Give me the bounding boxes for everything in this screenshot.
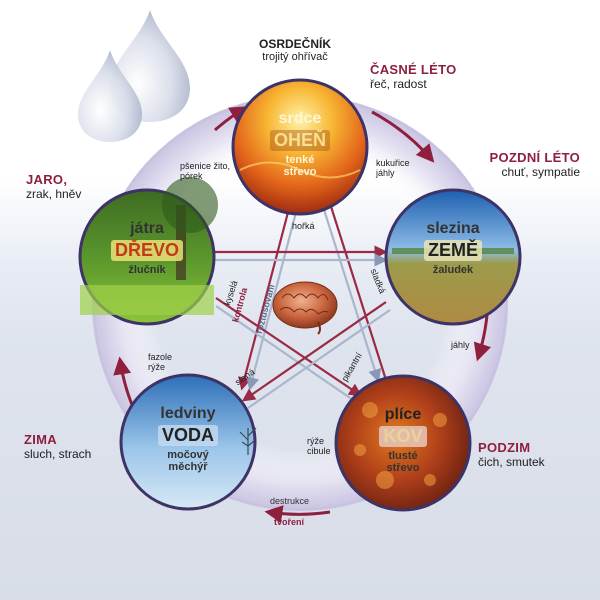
node-metal-organ: plíce [338, 406, 468, 424]
season-winter-sub: sluch, strach [24, 447, 91, 461]
node-earth-bowel: žaludek [388, 264, 518, 276]
season-winter-title: ZIMA [24, 432, 91, 447]
node-fire-organ: srdce [235, 110, 365, 128]
pericardium-title: OSRDEČNÍK [240, 38, 350, 51]
season-spring-title: JARO, [26, 172, 81, 187]
season-autumn: PODZIM čich, smutek [478, 440, 545, 469]
node-wood-element: DŘEVO [111, 240, 183, 261]
legend-destruction: destrukce [270, 496, 309, 506]
season-autumn-title: PODZIM [478, 440, 545, 455]
season-autumn-sub: čich, smutek [478, 455, 545, 469]
season-spring: JARO, zrak, hněv [26, 172, 81, 201]
water-drops [78, 10, 190, 142]
taste-bitter: hořká [292, 221, 315, 231]
node-metal: plíce KOV tlusté střevo [338, 378, 468, 508]
pericardium-label: OSRDEČNÍK trojitý ohřívač [240, 38, 350, 64]
node-water: ledviny VODA močový měchýř [123, 377, 253, 507]
season-early-summer-title: ČASNÉ LÉTO [370, 62, 457, 77]
node-fire-bowel: tenké střevo [270, 154, 330, 178]
node-earth: slezina ZEMĚ žaludek [388, 192, 518, 322]
node-fire-element: OHEŇ [270, 130, 330, 151]
food-wood-fire: pšenice žito, pórek [180, 161, 240, 181]
pericardium-subtitle: trojitý ohřívač [240, 51, 350, 64]
season-late-summer-sub: chuť, sympatie [460, 165, 580, 179]
season-late-summer: POZDNÍ LÉTO chuť, sympatie [460, 150, 580, 179]
food-earth-metal: jáhly [451, 340, 470, 350]
node-wood: játra DŘEVO žlučník [82, 192, 212, 322]
season-early-summer-sub: řeč, radost [370, 77, 457, 91]
node-water-bowel: močový měchýř [158, 449, 218, 473]
node-water-element: VODA [158, 425, 218, 446]
legend-creation: tvoření [274, 517, 304, 527]
food-water-wood: fazole rýže [148, 352, 180, 372]
season-spring-sub: zrak, hněv [26, 187, 81, 201]
node-fire: srdce OHEŇ tenké střevo [235, 82, 365, 212]
node-water-organ: ledviny [123, 405, 253, 423]
node-wood-organ: játra [82, 220, 212, 238]
food-metal-water: rýže cibule [307, 436, 337, 456]
season-winter: ZIMA sluch, strach [24, 432, 91, 461]
season-late-summer-title: POZDNÍ LÉTO [460, 150, 580, 165]
node-wood-bowel: žlučník [82, 264, 212, 276]
node-metal-element: KOV [379, 426, 426, 447]
node-earth-organ: slezina [388, 220, 518, 238]
season-early-summer: ČASNÉ LÉTO řeč, radost [370, 62, 457, 91]
food-fire-earth: kukuřice jáhly [376, 158, 424, 178]
node-earth-element: ZEMĚ [424, 240, 482, 261]
node-metal-bowel: tlusté střevo [373, 450, 433, 474]
